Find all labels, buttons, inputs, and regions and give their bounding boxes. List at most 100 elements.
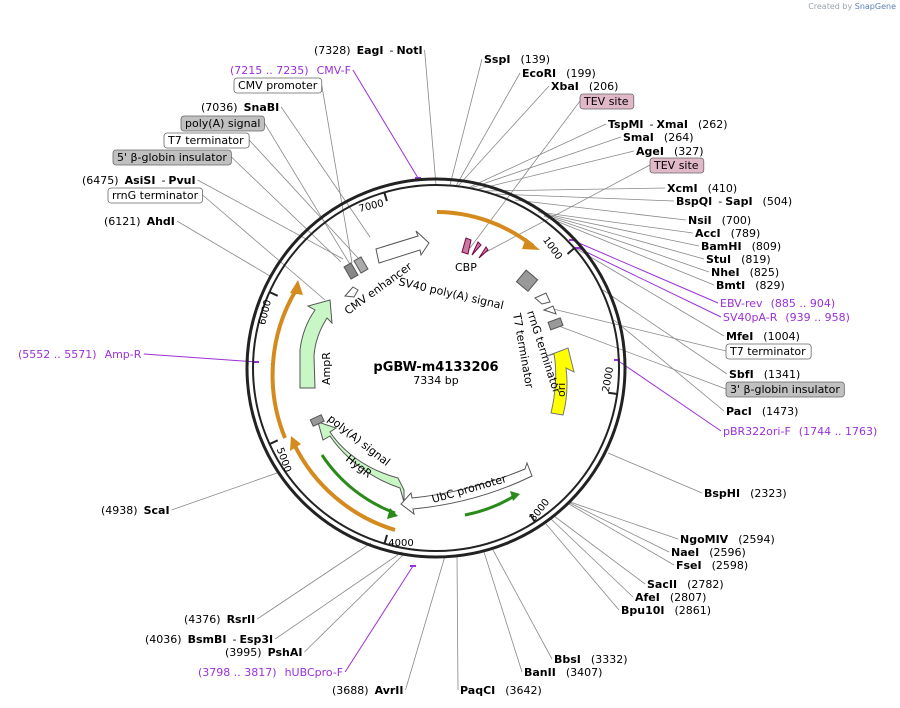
rrng-terminator-marker[interactable] <box>515 269 539 292</box>
site-position: (6121) <box>104 215 141 228</box>
site-tspmi[interactable]: TspMI-XmaI(262) <box>608 118 728 131</box>
tev-marker[interactable] <box>478 246 489 259</box>
site-asisi[interactable]: (6475)AsiSI-PvuI <box>82 174 196 187</box>
feature-leader <box>485 164 651 253</box>
site-mfei[interactable]: MfeI(1004) <box>726 330 800 343</box>
gene-arc-top[interactable] <box>436 210 535 248</box>
site-bpu10i[interactable]: Bpu10I(2861) <box>621 604 711 617</box>
site-banii[interactable]: BanII(3407) <box>524 666 602 679</box>
primer-amp-r[interactable]: (5552 .. 5571)Amp-R <box>18 348 142 361</box>
site-leader <box>405 555 446 691</box>
feature-box-5-globin-insulator[interactable]: 5' β-globin insulator <box>112 149 232 166</box>
site-position: (1473) <box>762 405 799 418</box>
site-agei[interactable]: AgeI(327) <box>636 145 704 158</box>
site-position: (700) <box>722 214 752 227</box>
primer-cmv-f[interactable]: (7215 .. 7235)CMV-F <box>230 64 351 77</box>
site-smai[interactable]: SmaI(264) <box>623 131 694 144</box>
site-nhei[interactable]: NheI(825) <box>711 266 779 279</box>
site-afei[interactable]: AfeI(2807) <box>635 591 706 604</box>
site-paqci[interactable]: PaqCI(3642) <box>460 684 542 697</box>
site-enzyme: BspHI <box>704 487 740 500</box>
polya-signal-bottom-marker[interactable] <box>309 414 325 427</box>
site-ahdi[interactable]: (6121) AhdI <box>104 215 175 228</box>
feature-box-frame <box>112 149 232 166</box>
site-position: (3995) <box>225 646 262 659</box>
feature-box-rrng-terminator[interactable]: rrnG terminator <box>107 187 203 204</box>
site-enzyme: AhdI <box>147 215 175 228</box>
site-avrii[interactable]: (3688)AvrII <box>332 684 403 697</box>
site-ecori[interactable]: EcoRI(199) <box>522 67 596 80</box>
site-paci[interactable]: PacI(1473) <box>726 405 798 418</box>
sv40-polya-arrow[interactable] <box>534 292 551 305</box>
site-position: (327) <box>674 145 704 158</box>
feature-box-label: 3' β-globin insulator <box>730 383 840 396</box>
site-enzyme: EcoRI <box>522 67 556 80</box>
cmv-enhancer-arrow[interactable] <box>375 230 430 264</box>
feature-box-label: 5' β-globin insulator <box>117 151 227 164</box>
feature-leader <box>264 122 352 267</box>
hygr-inner-arc[interactable] <box>320 454 396 515</box>
site-leader <box>470 136 622 189</box>
terminator-marker[interactable] <box>547 317 564 331</box>
feature-box-t7-terminator[interactable]: T7 terminator <box>163 132 250 149</box>
feature-box-poly-a-signal[interactable]: poly(A) signal <box>180 115 265 132</box>
primer-sv40pa-r[interactable]: SV40pA-R (939 .. 958) <box>723 311 850 324</box>
site-position: (410) <box>708 182 738 195</box>
primer-name: SV40pA-R <box>723 311 778 324</box>
primer-range: (939 .. 958) <box>785 311 850 324</box>
site-ngomiv[interactable]: NgoMIV(2594) <box>680 533 775 546</box>
t7-terminator-arrow[interactable] <box>542 305 557 315</box>
t7-terminator-marker[interactable] <box>353 256 369 274</box>
site-position: (7328) <box>314 44 351 57</box>
site-bsphi[interactable]: BspHI(2323) <box>704 487 787 500</box>
site-leader <box>469 123 607 188</box>
site-bamhi[interactable]: BamHI(809) <box>701 240 781 253</box>
ubc-promoter-arrow[interactable] <box>400 461 533 516</box>
hygr-arrow[interactable] <box>317 421 405 503</box>
feature-box-t7-terminator[interactable]: T7 terminator <box>725 343 812 360</box>
site-bmti[interactable]: BmtI(829) <box>716 279 785 292</box>
feature-box-3-globin-insulator[interactable]: 3' β-globin insulator <box>725 381 845 398</box>
feature-box-tev-site[interactable]: TEV site <box>579 93 635 110</box>
site-sacii[interactable]: SacII(2782) <box>647 578 724 591</box>
primer-site-marker <box>410 565 416 567</box>
cbp-marker-2[interactable] <box>471 241 482 256</box>
site-bbsi[interactable]: BbsI(3332) <box>554 653 627 666</box>
polya-signal-marker[interactable] <box>343 262 359 280</box>
hygr-outline-arc[interactable] <box>292 443 396 532</box>
site-nsii[interactable]: NsiI(700) <box>688 214 751 227</box>
cmv-promoter-arrow[interactable] <box>343 286 359 298</box>
primer-leader <box>571 239 719 304</box>
feature-box-tev-site[interactable]: TEV site <box>649 157 705 174</box>
primer-pbr322ori-f[interactable]: pBR322ori-F(1744 .. 1763) <box>723 425 877 438</box>
feature-box-cmv-promoter[interactable]: CMV promoter <box>233 77 323 94</box>
site-xbai[interactable]: XbaI(206) <box>551 80 618 93</box>
site-rsrii[interactable]: (4376)RsrII <box>184 613 255 626</box>
site-naei[interactable]: NaeI(2596) <box>671 546 746 559</box>
site-scai[interactable]: (4938)ScaI <box>101 504 170 517</box>
primer-leader <box>577 247 722 318</box>
site-pshai[interactable]: (3995)PshAI <box>225 646 302 659</box>
site-position: (504) <box>763 195 793 208</box>
primer-site-marker <box>614 359 620 361</box>
site-snabi[interactable]: (7036)SnaBI <box>201 101 279 114</box>
primer-range: (7215 .. 7235) <box>230 64 309 77</box>
primer-ebv-rev[interactable]: EBV-rev(885 .. 904) <box>720 297 835 310</box>
site-bsmbi[interactable]: (4036)BsmBI-Esp3I <box>145 633 273 646</box>
primer-range: (3798 .. 3817) <box>198 666 277 679</box>
site-fsei[interactable]: FseI(2598) <box>676 559 748 572</box>
site-sspi[interactable]: SspI(139) <box>484 53 550 66</box>
ampr-arrow[interactable] <box>299 299 333 389</box>
site-xcmi[interactable]: XcmI(410) <box>667 182 737 195</box>
site-eagi[interactable]: (7328)EagI-NotI <box>314 44 423 57</box>
primer-hubcpro-f[interactable]: (3798 .. 3817)hUBCpro-F <box>198 666 343 679</box>
site-bspqi[interactable]: BspQI-SapI(504) <box>676 195 792 208</box>
ampr-outline-arc[interactable] <box>270 288 298 439</box>
leader-lines <box>143 49 728 691</box>
primer-leader <box>616 359 722 432</box>
site-sbfi[interactable]: SbfI(1341) <box>729 368 800 381</box>
site-acci[interactable]: AccI(789) <box>695 227 760 240</box>
cbp-marker-1[interactable] <box>461 237 472 255</box>
site-stui[interactable]: StuI(819) <box>706 253 771 266</box>
ori-arrow[interactable] <box>546 347 575 416</box>
